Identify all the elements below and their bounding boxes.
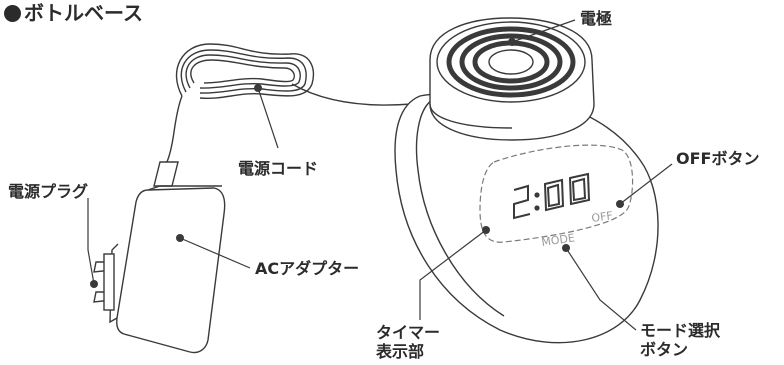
bullet-icon	[4, 5, 21, 22]
timer-display-label-line2: 表示部	[376, 342, 425, 361]
mode-button-label-line2: ボタン	[640, 340, 689, 359]
power-cord-label: 電源コード	[238, 159, 319, 178]
leader-dots	[90, 38, 624, 288]
off-button-label: OFFボタン	[676, 149, 760, 168]
ac-adapter-label: ACアダプター	[255, 259, 360, 278]
electrode-label: 電極	[580, 9, 613, 28]
timer-display-label-line1: タイマー	[376, 323, 441, 342]
off-button[interactable]: OFF	[591, 209, 614, 225]
section-title: ボトルベース	[4, 1, 143, 25]
leader-lines	[87, 19, 673, 331]
power-plug-label: 電源プラグ	[8, 182, 89, 201]
timer-digits	[513, 172, 591, 220]
section-title-text: ボトルベース	[24, 1, 143, 25]
ac-adapter	[93, 185, 226, 354]
electrode	[436, 21, 586, 103]
mode-button-label-line1: モード選択	[640, 321, 721, 340]
